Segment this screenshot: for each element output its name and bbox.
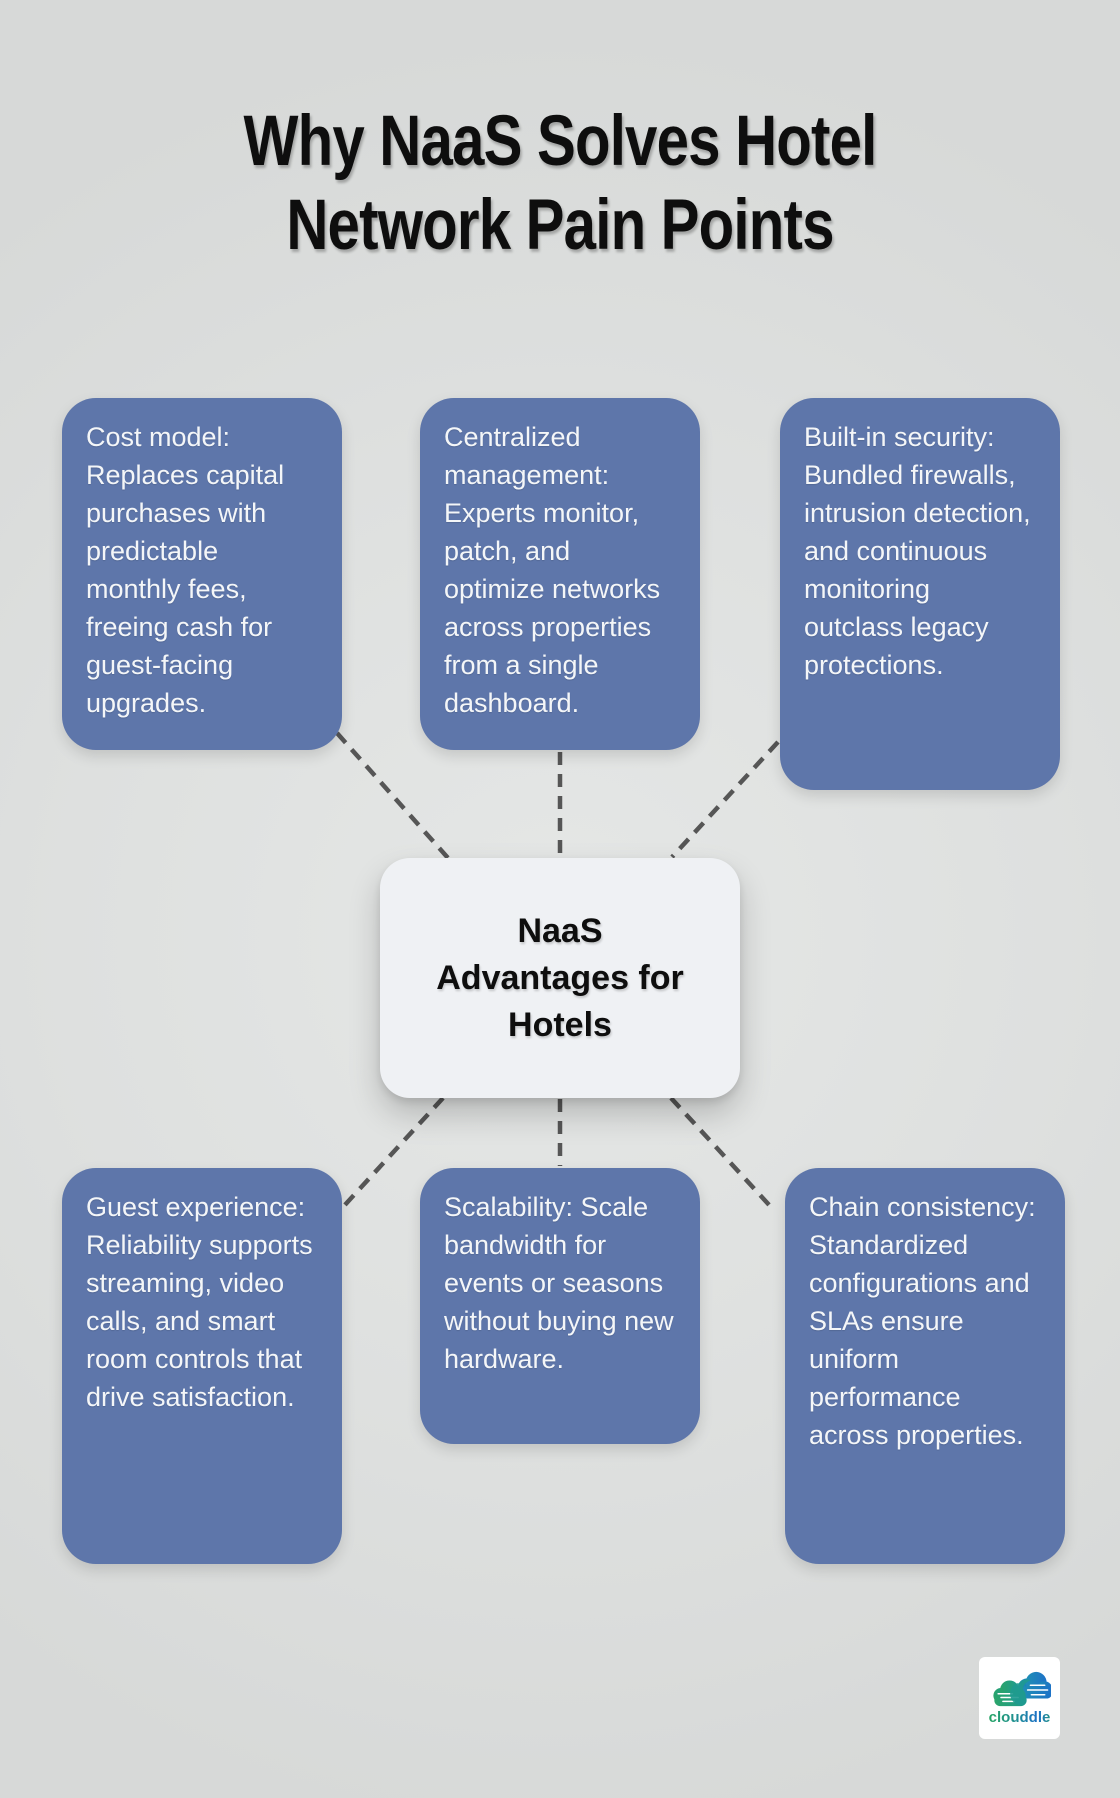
center-node-line: Advantages for	[436, 958, 684, 997]
card-text: Built-in security: Bundled firewalls, in…	[804, 422, 1031, 680]
advantage-card-cost-model: Cost model: Replaces capital purchases w…	[62, 398, 342, 750]
card-text: Guest experience: Reliability supports s…	[86, 1192, 313, 1412]
title-line-2: Network Pain Points	[286, 186, 834, 265]
clouddle-logo: clouddle	[979, 1657, 1060, 1739]
center-node: NaaS Advantages for Hotels	[380, 858, 740, 1098]
center-node-line: NaaS	[517, 911, 603, 950]
advantage-card-scalability: Scalability: Scale bandwidth for events …	[420, 1168, 700, 1444]
title-line-1: Why NaaS Solves Hotel	[243, 102, 877, 181]
card-text: Centralized management: Experts monitor,…	[444, 422, 661, 718]
cloud-icon	[992, 1671, 1051, 1707]
connector-line-built-in-security	[670, 740, 780, 859]
center-node-line: Hotels	[508, 1005, 612, 1044]
card-text: Scalability: Scale bandwidth for events …	[444, 1192, 674, 1374]
card-text: Cost model: Replaces capital purchases w…	[86, 422, 285, 718]
card-text: Chain consistency: Standardized configur…	[809, 1192, 1036, 1450]
advantage-card-centralized-management: Centralized management: Experts monitor,…	[420, 398, 700, 750]
advantage-card-built-in-security: Built-in security: Bundled firewalls, in…	[780, 398, 1060, 790]
logo-text: clouddle	[988, 1709, 1051, 1726]
advantage-card-guest-experience: Guest experience: Reliability supports s…	[62, 1168, 342, 1564]
advantage-card-chain-consistency: Chain consistency: Standardized configur…	[785, 1168, 1065, 1564]
page-title: Why NaaS Solves Hotel Network Pain Point…	[101, 100, 1019, 268]
connector-line-cost-model	[335, 731, 450, 860]
